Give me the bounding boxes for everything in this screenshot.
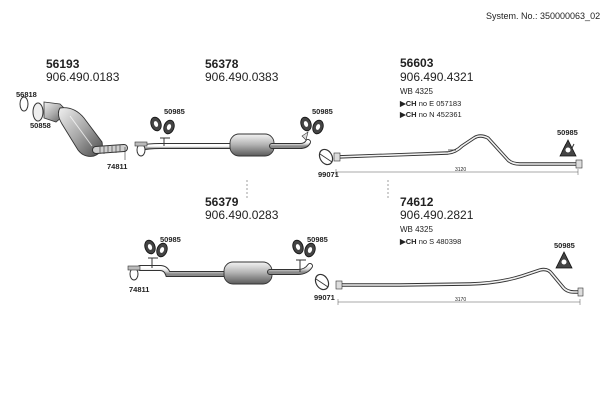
- ch-flag-icon: ▶CH: [400, 99, 417, 108]
- oem-number-56378: 906.490.0383: [205, 70, 279, 84]
- flag-line: ▶CH no E 057183: [400, 100, 461, 108]
- part-code-99071: 99071: [314, 293, 335, 302]
- part-code-50985: 50985: [557, 128, 578, 137]
- dimension-line: [337, 299, 581, 305]
- flag-text: no S 480398: [418, 237, 462, 246]
- flag-line: ▶CH no N 452361: [400, 111, 462, 119]
- part-code-50858: 50858: [30, 121, 51, 130]
- rubber-hanger-icon: [292, 239, 316, 258]
- flange-ring: [32, 102, 44, 122]
- flag-text: no E 057183: [418, 99, 462, 108]
- part-number-56603: 56603: [400, 56, 434, 70]
- middle-silencer-56379: [137, 257, 313, 285]
- part-number-56379: 56379: [205, 195, 239, 209]
- rubber-hanger-icon: [559, 139, 577, 157]
- oem-number-56603: 906.490.4321: [400, 70, 474, 84]
- dimension-line: [335, 169, 579, 175]
- gasket-ring: [19, 96, 29, 112]
- oem-number-56379: 906.490.0283: [205, 208, 279, 222]
- part-code-50985: 50985: [554, 241, 575, 250]
- dimension-label: 3170: [455, 297, 467, 303]
- part-number-56378: 56378: [205, 57, 239, 71]
- middle-silencer-56378: [137, 131, 311, 157]
- part-code-74811: 74811: [129, 285, 150, 294]
- ch-flag-icon: ▶CH: [400, 110, 417, 119]
- wb-note-56603: WB 4325: [400, 87, 433, 96]
- part-number-74612: 74612: [400, 195, 434, 209]
- rubber-hanger-icon: [300, 116, 324, 135]
- flag-text: no N 452361: [418, 110, 462, 119]
- part-code-50985: 50985: [312, 107, 333, 116]
- rear-pipe-74612: [335, 267, 584, 297]
- wb-note-74612: WB 4325: [400, 225, 433, 234]
- clamp-icon: [127, 265, 141, 281]
- part-code-50985: 50985: [307, 235, 328, 244]
- system-number: System. No.: 350000063_02: [486, 11, 600, 21]
- dimension-label: 3120: [455, 167, 467, 173]
- ch-flag-icon: ▶CH: [400, 237, 417, 246]
- flag-line: ▶CH no S 480398: [400, 238, 461, 246]
- rubber-hanger-icon: [144, 239, 168, 258]
- oem-number-56193: 906.490.0183: [46, 70, 120, 84]
- clamp-icon: [134, 141, 148, 157]
- clamp-icon: [318, 148, 334, 166]
- catalytic-converter: [19, 96, 128, 157]
- clamp-icon: [314, 273, 330, 291]
- part-code-99071: 99071: [318, 170, 339, 179]
- part-code-50985: 50985: [164, 107, 185, 116]
- part-code-56818: 56818: [16, 90, 37, 99]
- rubber-hanger-icon: [555, 251, 573, 269]
- rubber-hanger-icon: [150, 116, 175, 135]
- part-code-74811: 74811: [107, 162, 128, 171]
- part-code-50985: 50985: [160, 235, 181, 244]
- oem-number-74612: 906.490.2821: [400, 208, 474, 222]
- rear-pipe-56603: [333, 134, 583, 169]
- part-number-56193: 56193: [46, 57, 80, 71]
